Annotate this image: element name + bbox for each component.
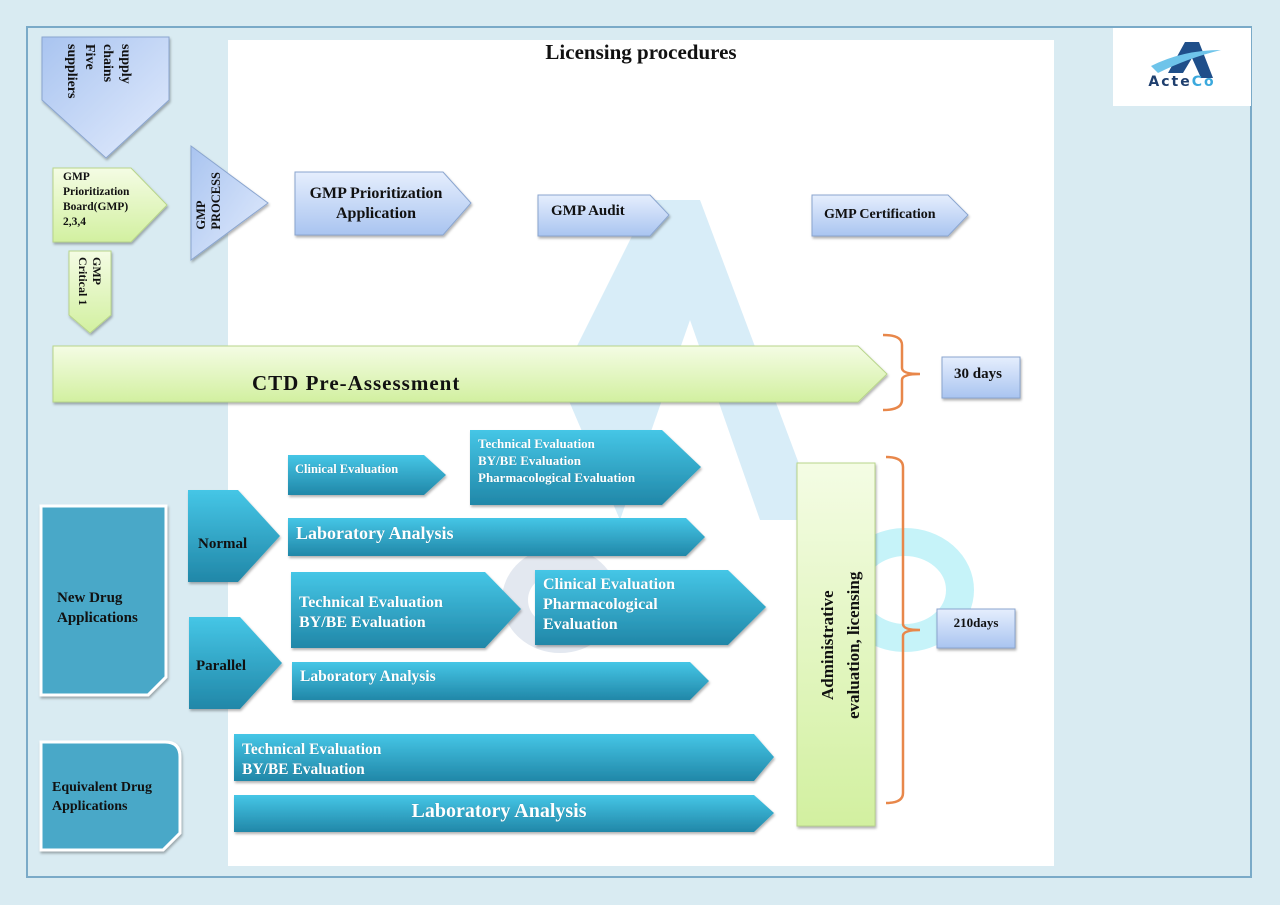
- equivalent-drug-applications-label: Equivalent Drug Applications: [52, 780, 152, 814]
- administrative-evaluation-label: Administrative evaluation, licensing: [818, 571, 863, 719]
- gmp-audit-label: GMP Audit: [551, 203, 625, 219]
- normal-technical-label: Technical Evaluation BY/BE Evaluation Ph…: [478, 436, 636, 485]
- page-title: Licensing procedures: [545, 40, 737, 64]
- normal-pentagon: [188, 490, 280, 582]
- normal-label: Normal: [198, 536, 248, 552]
- logo-text-accent: Co: [1191, 74, 1216, 90]
- new-drug-applications-shape: [39, 504, 168, 697]
- acteco-logo-icon: [1151, 42, 1221, 78]
- logo-text-dark: Acte: [1148, 74, 1192, 90]
- ctd-duration-box: [941, 356, 1021, 399]
- gmp-prioritization-board-label: GMP Prioritization Board(GMP) 2,3,4: [63, 171, 130, 228]
- supply-chains-pentagon: [41, 36, 170, 159]
- administrative-evaluation-box: [796, 462, 876, 827]
- parallel-pentagon: [189, 617, 282, 709]
- parallel-clinical-label: Clinical Evaluation Pharmacological Eval…: [543, 576, 676, 633]
- equivalent-drug-applications-shape: [39, 740, 182, 852]
- new-drug-applications-label: New Drug Applications: [57, 590, 138, 626]
- normal-clinical-label: Clinical Evaluation: [295, 462, 399, 476]
- gmp-certification-arrow: [811, 194, 969, 237]
- normal-lab-label: Laboratory Analysis: [296, 523, 454, 543]
- gmp-prioritization-application-arrow: [294, 171, 472, 236]
- ctd-pre-assessment-arrow: [52, 345, 888, 403]
- admin-duration-box: [936, 608, 1016, 649]
- gmp-prioritization-application-label: GMP Prioritization Application: [309, 185, 443, 222]
- parallel-technical-arrow: [291, 572, 521, 648]
- gmp-critical-arrow: [68, 250, 112, 334]
- gmp-process-triangle: [190, 145, 269, 261]
- ctd-duration-label: 30 days: [954, 366, 1002, 382]
- parallel-clinical-arrow: [535, 570, 766, 645]
- normal-clinical-arrow: [288, 455, 446, 495]
- ctd-bracket: [882, 333, 921, 412]
- gmp-certification-label: GMP Certification: [824, 207, 936, 222]
- ctd-pre-assessment-label: CTD Pre-Assessment: [252, 371, 461, 395]
- admin-duration-label: 210days: [953, 615, 999, 630]
- parallel-technical-label: Technical Evaluation BY/BE Evaluation: [299, 594, 443, 631]
- equivalent-lab-label: Laboratory Analysis: [411, 800, 587, 822]
- equivalent-technical-arrow: [234, 734, 774, 781]
- admin-bracket: [885, 455, 921, 805]
- gmp-critical-label: GMP Critical 1: [76, 257, 104, 306]
- parallel-label: Parallel: [196, 658, 246, 674]
- supply-chains-label: supply chains Five suppliers: [64, 44, 133, 99]
- parallel-lab-arrow: [292, 662, 709, 700]
- gmp-audit-arrow: [537, 194, 670, 237]
- parallel-lab-label: Laboratory Analysis: [300, 668, 436, 685]
- gmp-prioritization-board-arrow: [52, 167, 168, 243]
- normal-lab-arrow: [288, 518, 705, 556]
- gmp-process-label: GMP PROCESS: [194, 172, 223, 230]
- normal-technical-arrow: [470, 430, 701, 505]
- acteco-logo: ActeCo: [1113, 28, 1251, 106]
- equivalent-lab-arrow: [234, 795, 774, 832]
- equivalent-technical-label: Technical Evaluation BY/BE Evaluation: [242, 741, 382, 778]
